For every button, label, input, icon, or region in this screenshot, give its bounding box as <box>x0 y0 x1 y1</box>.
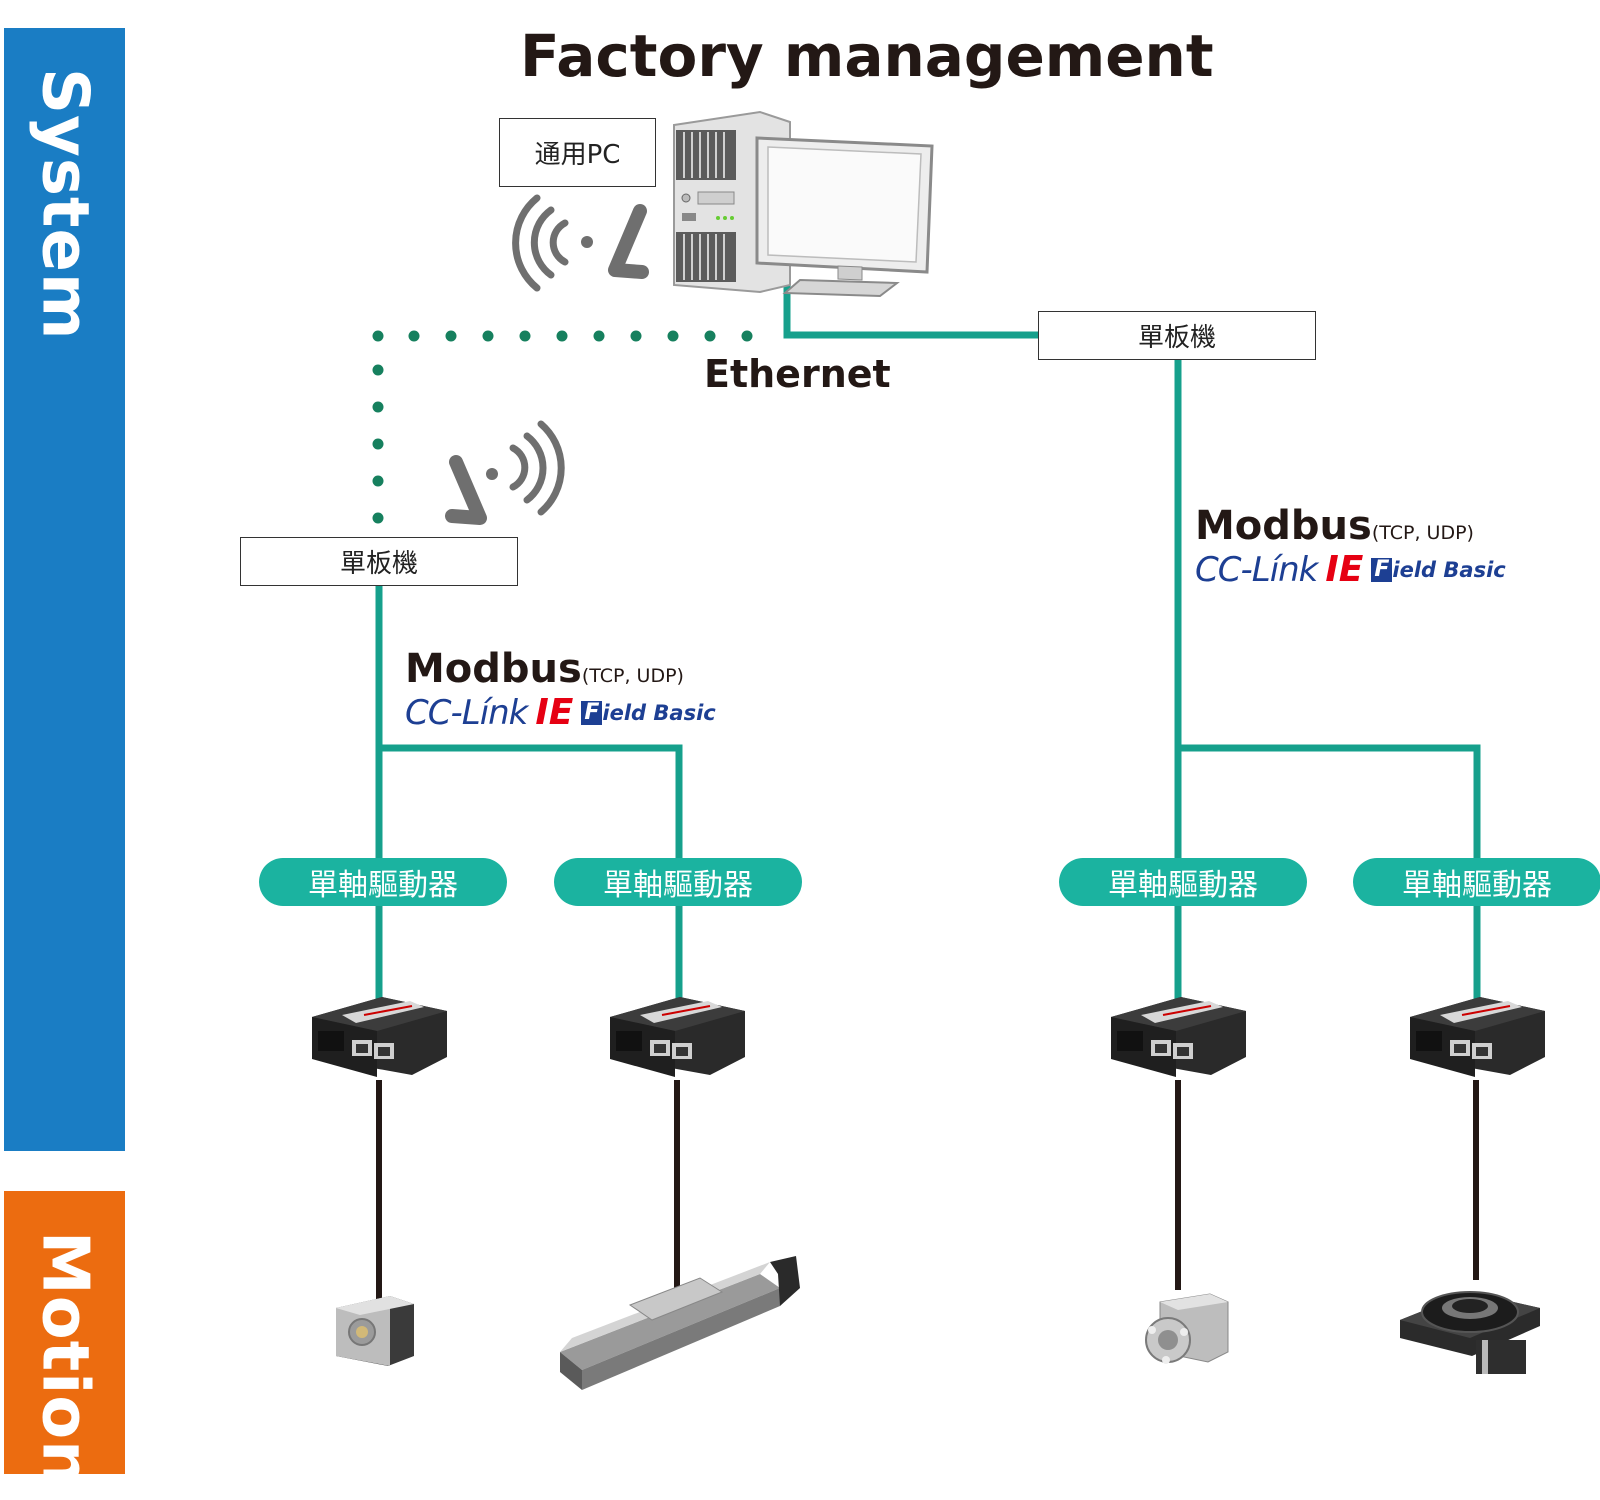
driver-module-icon <box>609 996 746 1078</box>
stepper-motor-icon <box>336 1296 414 1366</box>
wireless-antenna-icon <box>512 194 649 292</box>
modbus-sub-label: (TCP, UDP) <box>581 665 684 687</box>
motion-label: Motion <box>27 1231 102 1487</box>
field-basic-text: ield Basic <box>1392 557 1506 582</box>
driver-pill-2: 單軸驅動器 <box>554 858 802 906</box>
ethernet-dotted-path <box>372 330 753 524</box>
modbus-label: Modbus <box>405 646 582 692</box>
rotary-table-icon <box>1400 1291 1540 1374</box>
modbus-sub-label: (TCP, UDP) <box>1371 522 1474 544</box>
cclink-ie-text: IE <box>1325 549 1364 590</box>
driver-pill-4: 單軸驅動器 <box>1353 858 1600 906</box>
desktop-pc-icon <box>673 110 934 298</box>
gearhead-motor-icon <box>1145 1293 1229 1364</box>
motion-bar: Motion <box>4 1191 125 1487</box>
page-title: Factory management <box>520 22 1214 90</box>
driver-pill-3: 單軸驅動器 <box>1059 858 1307 906</box>
wireless-antenna-icon <box>445 420 565 525</box>
field-f-badge: F <box>1371 557 1393 582</box>
cclink-text: CC-Línk <box>1195 549 1318 590</box>
driver-pill-1: 單軸驅動器 <box>259 858 507 906</box>
linear-actuator-icon <box>560 1256 800 1390</box>
field-f-badge: F <box>581 700 603 725</box>
system-bar: System <box>4 28 125 1151</box>
driver-module-icon <box>1409 996 1546 1078</box>
driver-module-icon <box>311 996 448 1078</box>
cclink-ie-text: IE <box>535 692 574 733</box>
field-basic-text: ield Basic <box>602 700 716 725</box>
motor-cables <box>376 1080 1479 1300</box>
modbus-label: Modbus <box>1195 503 1372 549</box>
driver-module-icon <box>1110 996 1247 1078</box>
single-board-computer-right: 單板機 <box>1038 311 1316 360</box>
pc-label: 通用PC <box>534 140 621 170</box>
sbc-right-label: 單板機 <box>1137 323 1216 353</box>
single-board-computer-left: 單板機 <box>240 537 518 586</box>
system-label: System <box>27 68 102 341</box>
cclink-text: CC-Línk <box>405 692 528 733</box>
pc-label-box: 通用PC <box>499 118 656 187</box>
ethernet-label: Ethernet <box>704 352 891 396</box>
sbc-left-label: 單板機 <box>339 549 418 579</box>
